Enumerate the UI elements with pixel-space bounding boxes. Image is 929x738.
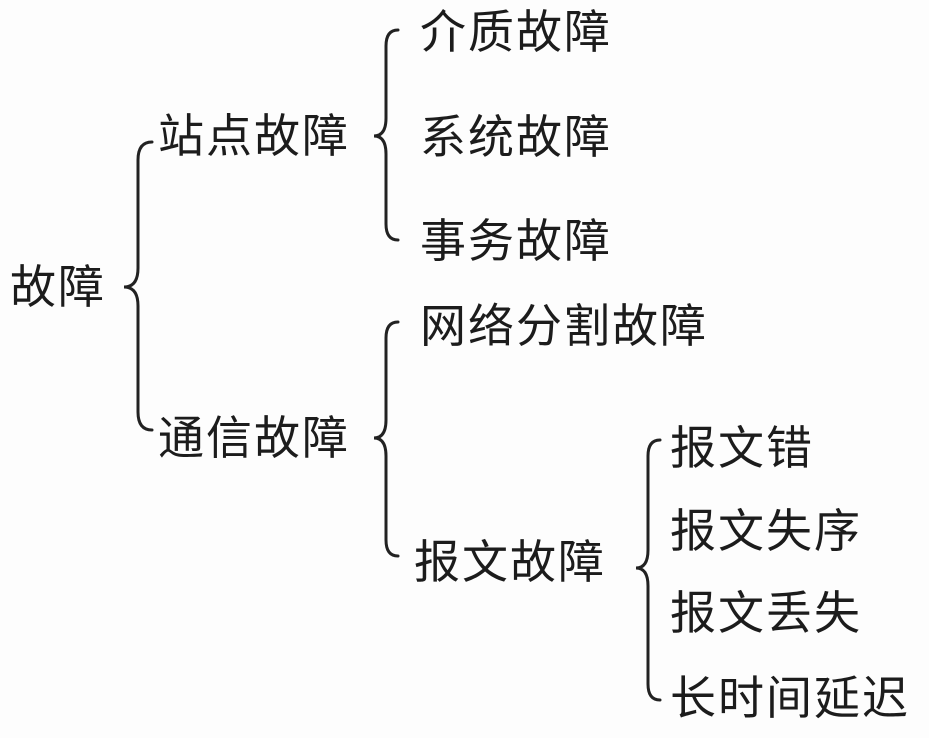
message-loss-node: 报文丢失: [670, 586, 862, 640]
network-partition-fault-node: 网络分割故障: [420, 299, 708, 353]
brace-communication-fault: [373, 320, 400, 558]
site-fault-node: 站点故障: [158, 109, 350, 163]
system-fault-node: 系统故障: [420, 110, 612, 164]
communication-fault-node: 通信故障: [158, 411, 350, 465]
message-fault-node: 报文故障: [414, 535, 606, 589]
long-delay-node: 长时间延迟: [670, 671, 910, 725]
root-node: 故障: [10, 260, 106, 314]
message-error-node: 报文错: [670, 421, 814, 475]
brace-message-fault: [635, 438, 662, 702]
brace-site-fault: [373, 28, 400, 242]
transaction-fault-node: 事务故障: [420, 214, 612, 268]
medium-fault-node: 介质故障: [420, 5, 612, 59]
message-out-of-order-node: 报文失序: [670, 504, 862, 558]
brace-root: [123, 140, 154, 432]
